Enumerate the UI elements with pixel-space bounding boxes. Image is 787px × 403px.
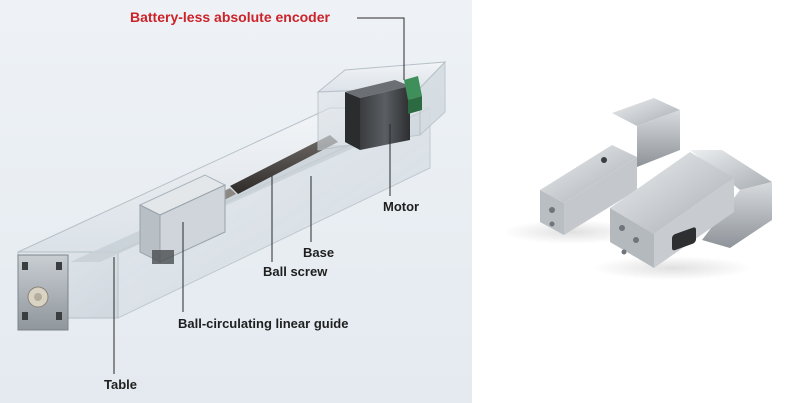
ball-screw-label: Ball screw [263, 264, 328, 279]
motor-shape [345, 80, 410, 150]
encoder-label: Battery-less absolute encoder [130, 9, 330, 25]
linear-guide-label: Ball-circulating linear guide [178, 316, 349, 331]
transparent-actuator-illustration [17, 17, 447, 374]
table-label: Table [104, 377, 137, 392]
actuator-product-photo [502, 98, 772, 280]
product-actuator-straight [540, 98, 680, 235]
motor-label: Motor [383, 199, 420, 214]
product-photo-panel [472, 0, 787, 403]
base-label: Base [303, 245, 335, 260]
table-plate [17, 254, 69, 331]
leader-lines [113, 17, 405, 374]
encoder-leader-line [357, 17, 405, 80]
linear-guide-block [138, 174, 227, 264]
actuator-diagram-panel: Battery-less absolute encoder Motor Base… [0, 0, 472, 403]
encoder-shape [404, 76, 422, 114]
product-actuator-side-mount [610, 150, 772, 268]
